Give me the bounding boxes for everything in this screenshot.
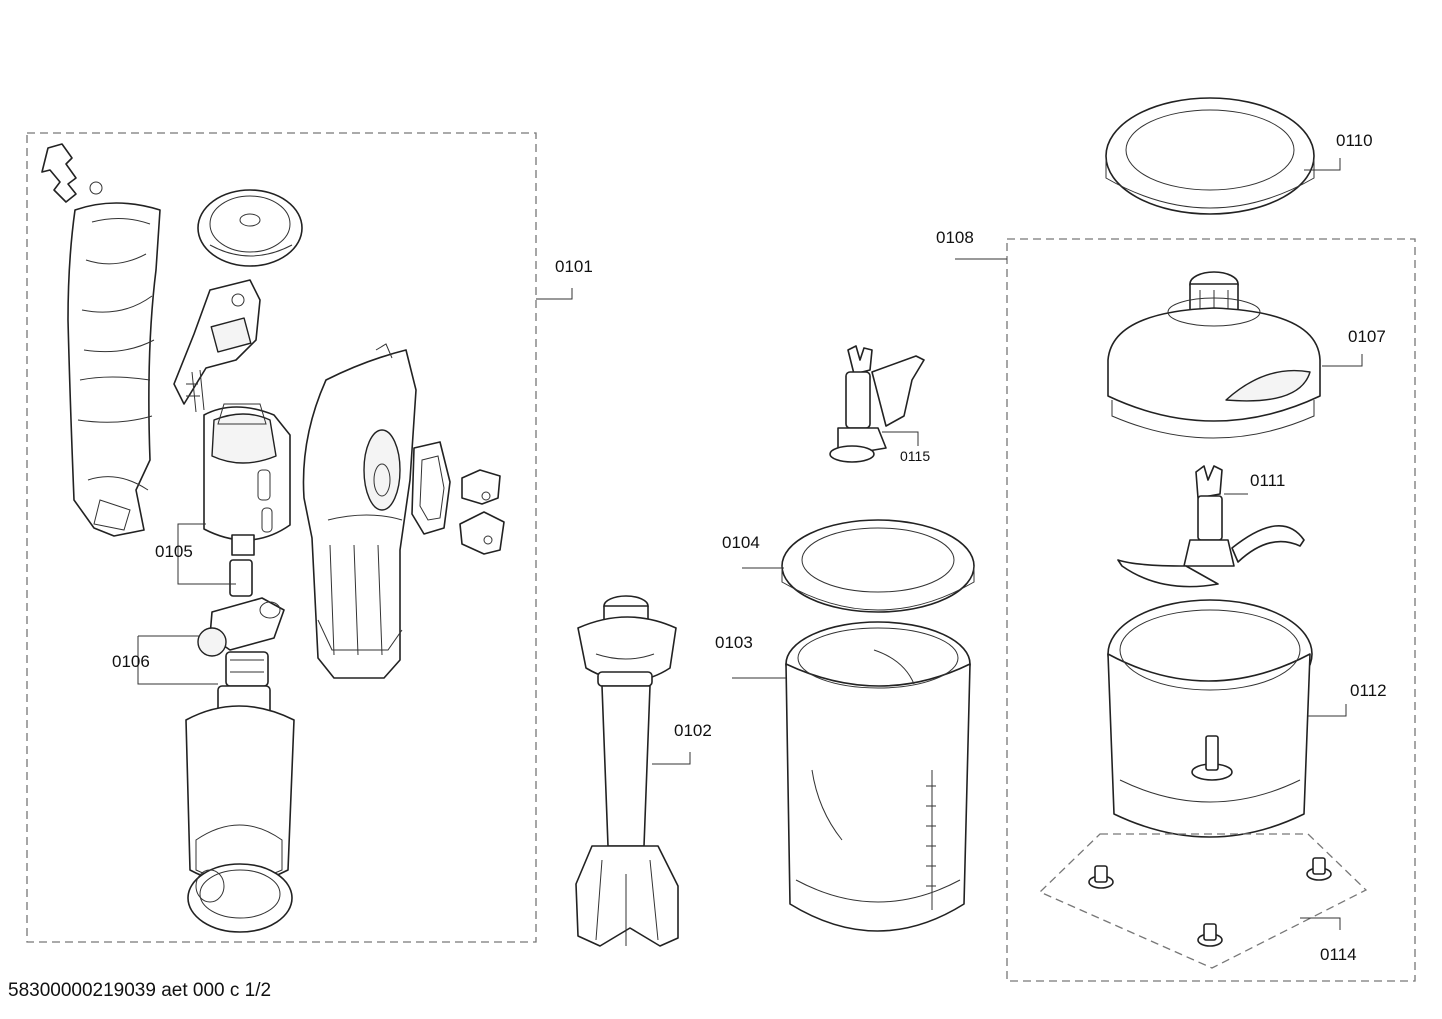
suction-foot	[1306, 857, 1332, 881]
leader-line-0107	[1322, 354, 1363, 367]
callout-0114: 0114	[1320, 945, 1357, 964]
leader-line-0112	[1308, 704, 1347, 717]
blender-shaft-0102	[575, 595, 691, 947]
callout-0106: 0106	[112, 652, 150, 671]
callout-0107: 0107	[1348, 327, 1386, 346]
callout-0112: 0112	[1350, 681, 1387, 700]
front-housing-shell	[302, 343, 417, 679]
leader-line-0101	[536, 288, 573, 300]
suction-foot	[1088, 865, 1114, 889]
hanging-hook-part	[41, 143, 103, 203]
leader-line-0115	[882, 431, 919, 446]
callout-0110: 0110	[1336, 131, 1373, 150]
leader-line-0110	[1304, 158, 1341, 171]
switch-electronics-module	[173, 279, 261, 413]
lid-ring-0110	[1105, 97, 1341, 215]
suction-foot	[1197, 923, 1223, 947]
callout-0104: 0104	[722, 533, 760, 552]
rear-housing-shell	[67, 202, 161, 537]
chopper-blade-0111	[1117, 465, 1305, 588]
top-cap-part	[197, 189, 303, 267]
suction-feet-0114	[1038, 833, 1368, 969]
leader-line-0105	[177, 523, 236, 585]
callout-0108: 0108	[936, 228, 974, 247]
chopper-lid-0107	[1107, 271, 1363, 439]
electric-motor-part	[203, 403, 291, 597]
document-reference: 58300000219039 aet 000 c 1/2	[8, 980, 272, 1001]
coupling-part	[197, 597, 285, 687]
beaker-with-lid	[732, 519, 975, 932]
leader-line-0114	[1300, 917, 1341, 930]
assembly-group-0108	[955, 238, 1416, 982]
small-blade-0115	[829, 345, 925, 463]
chopper-bowl-0112	[1107, 599, 1347, 838]
callout-0103: 0103	[715, 633, 753, 652]
callout-0105: 0105	[155, 542, 193, 561]
callout-0111: 0111	[1250, 471, 1285, 490]
callout-0101: 0101	[555, 257, 593, 276]
callout-0115: 0115	[900, 448, 930, 464]
lower-sleeve-part	[185, 685, 295, 933]
leader-line-0102	[652, 752, 691, 765]
callout-0102: 0102	[674, 721, 712, 740]
leader-line-0106	[137, 635, 218, 685]
button-seal-parts	[411, 441, 505, 555]
assembly-group-0101	[26, 132, 573, 943]
